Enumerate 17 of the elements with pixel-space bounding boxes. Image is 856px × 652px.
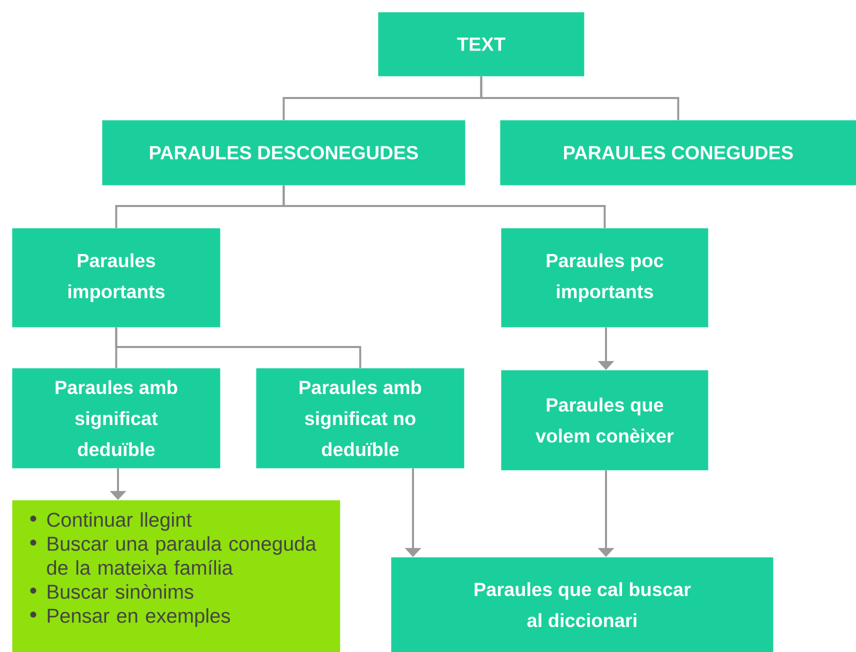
list-item: Buscar una paraula coneguda de la mateixa família	[47, 536, 316, 575]
process-box: Paraules importants	[12, 228, 220, 328]
list-item: Continuar llegint	[47, 512, 192, 531]
process-box: Paraules amb significat no deduïble	[256, 368, 464, 468]
process-box: Paraules que cal buscar al diccionari	[391, 557, 774, 652]
process-box: Paraules amb significat deduïble	[12, 368, 220, 468]
process-box: PARAULES DESCONEGUDES	[102, 120, 466, 186]
connector-line	[480, 76, 680, 120]
connector-line	[282, 185, 606, 228]
list-item: Buscar sinònims	[48, 584, 194, 599]
bullet-list-box	[12, 500, 340, 652]
connector-line	[115, 327, 362, 368]
process-box: TEXT	[378, 12, 584, 76]
process-box: Paraules poc importants	[501, 228, 708, 328]
list-item: Pensar en exemples	[48, 608, 230, 627]
process-box: PARAULES CONEGUDES	[500, 120, 856, 186]
process-box: Paraules que volem conèixer	[501, 370, 708, 470]
